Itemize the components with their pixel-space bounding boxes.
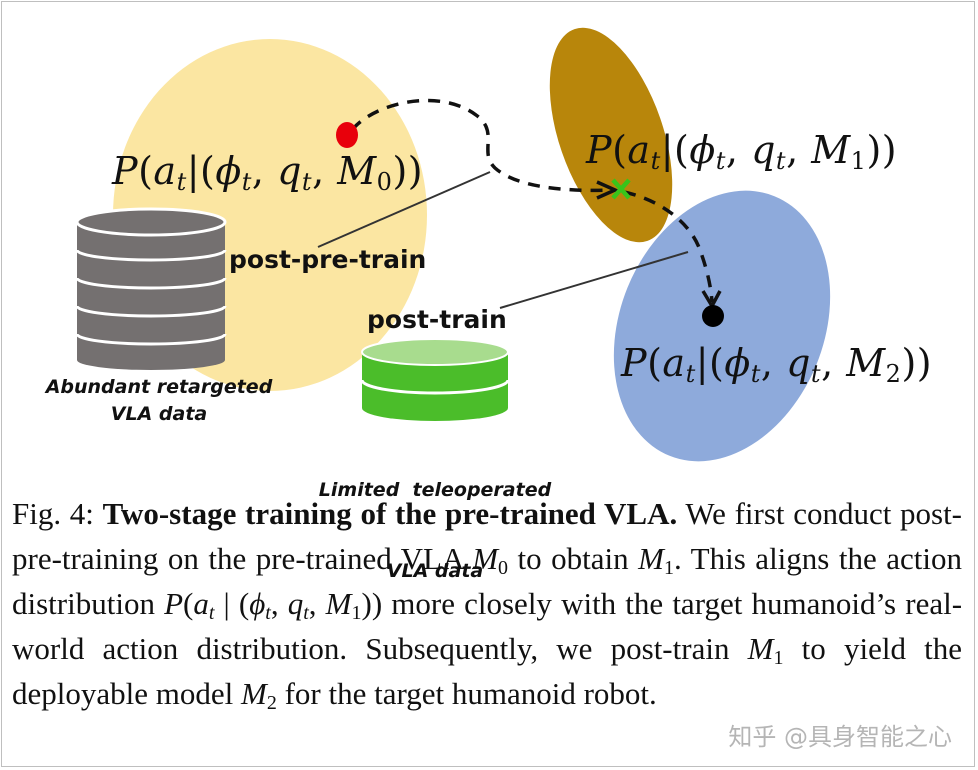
m1-distribution-label: P(at|(ϕt, qt, M1)) [586, 128, 898, 175]
caption-fig-label: Fig. 4: [12, 496, 94, 531]
abundant-data-label-line2: VLA data [110, 403, 208, 425]
m2-distribution-label: P(at|(ϕt, qt, M2)) [621, 341, 933, 388]
abundant-data-label-line1: Abundant retargeted [45, 376, 273, 398]
post-train-label: post-train [367, 305, 507, 334]
caption-title: Two-stage training of the pre-trained VL… [102, 496, 678, 531]
figure-caption: Fig. 4: Two-stage training of the pre-tr… [12, 496, 963, 714]
figure: P(at|(ϕt, qt, M0)) P(at|(ϕt, qt, M1)) P(… [28, 27, 933, 582]
database-icon-green [360, 338, 510, 421]
start-point-marker [336, 122, 358, 148]
trajectory-stage2 [623, 190, 714, 303]
watermark: 知乎 @具身智能之心 [728, 723, 952, 751]
post-pre-train-label: post-pre-train [229, 245, 427, 274]
trajectory-stage1-arrowhead [596, 180, 620, 200]
figure-canvas [75, 27, 831, 462]
limited-data-label-line2: VLA data [386, 560, 484, 582]
limited-data-label: Limited teleoperated VLA data [300, 423, 570, 639]
database-icon-gray [75, 207, 227, 370]
caption-formula: P(at | (ϕt, qt, M1)) [164, 586, 383, 624]
abundant-data-label: Abundant retargeted VLA data [28, 374, 290, 428]
post-train-connector [499, 251, 689, 309]
limited-data-label-line1: Limited teleoperated [318, 479, 552, 501]
post-pre-train-connector [317, 171, 491, 248]
end-point-marker [702, 305, 724, 327]
intermediate-x-marker [611, 178, 631, 200]
m0-distribution-label: P(at|(ϕt, qt, M0)) [112, 149, 424, 196]
